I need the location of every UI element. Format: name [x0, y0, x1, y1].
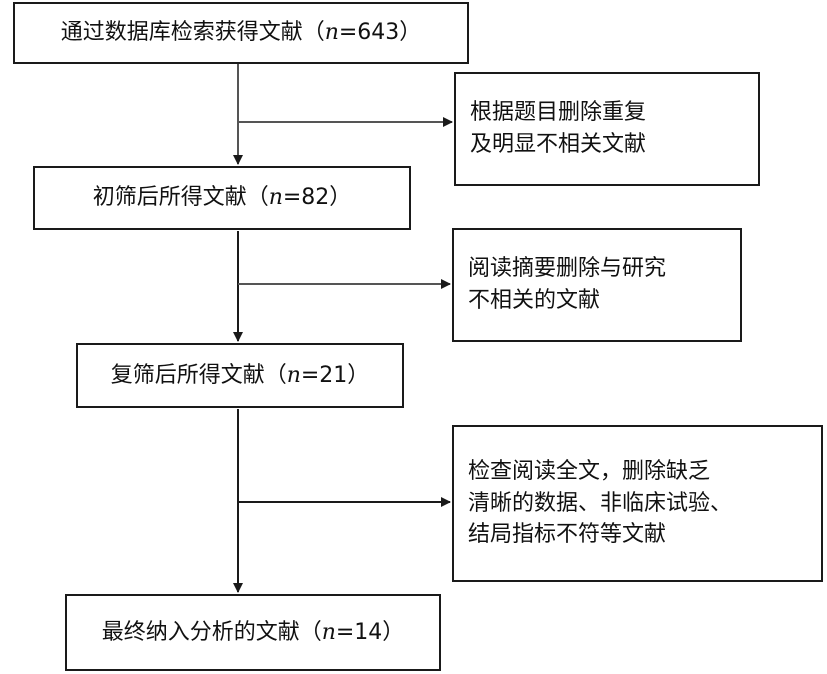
step-initial-screening: 初筛后所得文献（n=82）: [33, 166, 411, 230]
step-final-included: 最终纳入分析的文献（n=14）: [65, 594, 441, 671]
exclusion-title-duplicates: 根据题目删除重复 及明显不相关文献: [454, 72, 760, 186]
step-database-search: 通过数据库检索获得文献（n=643）: [13, 2, 469, 64]
exclusion-abstract-irrelevant: 阅读摘要删除与研究 不相关的文献: [452, 228, 742, 342]
step-secondary-screening: 复筛后所得文献（n=21）: [76, 343, 404, 408]
exclusion-full-text: 检查阅读全文，删除缺乏 清晰的数据、非临床试验、 结局指标不符等文献: [452, 425, 823, 582]
